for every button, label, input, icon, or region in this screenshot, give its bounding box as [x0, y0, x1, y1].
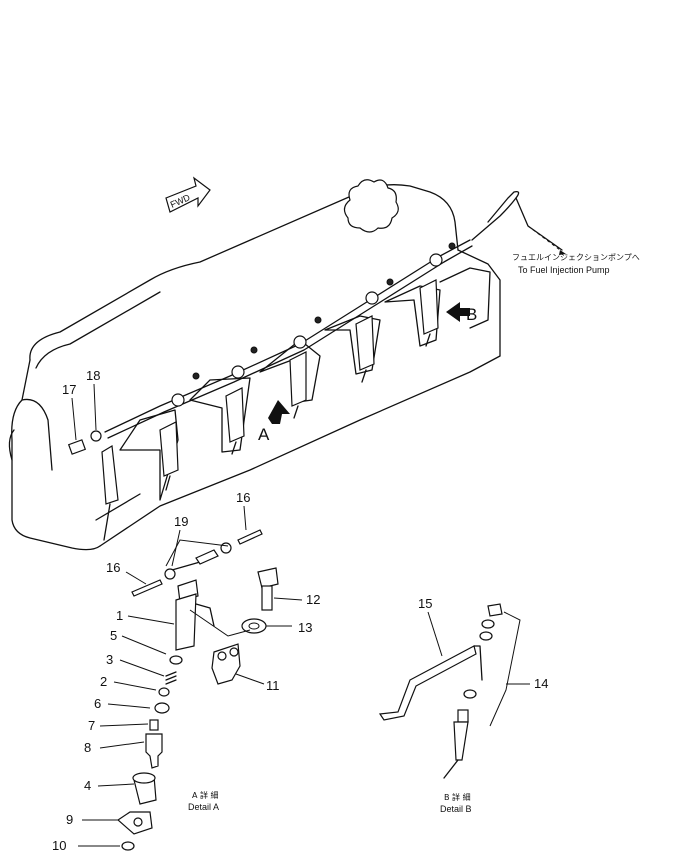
- callout-10: 10: [52, 838, 66, 852]
- callout-16-detail: 16: [106, 560, 120, 575]
- svg-text:A: A: [258, 425, 270, 444]
- svg-text:Detail B: Detail B: [440, 804, 472, 814]
- callout-7: 7: [88, 718, 95, 733]
- callout-6: 6: [94, 696, 101, 711]
- view-marker-b: B: [446, 302, 477, 324]
- detail-b-exploded-parts: [378, 603, 521, 779]
- callout-17: 17: [62, 382, 76, 397]
- installed-injectors: [101, 279, 439, 541]
- callout-numbers: 1 2 3 4 5 6 7 8 9 10 11 12 13 14 15 16 1…: [52, 368, 548, 852]
- pump-destination-label: フュエルインジェクションポンプへ To Fuel Injection Pump: [512, 253, 640, 275]
- detail-b-caption: B 詳 細 Detail B: [440, 792, 472, 814]
- callout-11: 11: [266, 678, 280, 693]
- svg-text:A 詳 細: A 詳 細: [192, 790, 219, 800]
- detail-a-exploded-parts: [117, 529, 279, 851]
- leak-off-pipe-assembly: [104, 190, 566, 439]
- item-17-18: [67, 383, 102, 455]
- callout-4: 4: [84, 778, 91, 793]
- callout-13: 13: [298, 620, 312, 635]
- oil-filler-cap: [343, 179, 399, 233]
- svg-text:B 詳 細: B 詳 細: [444, 792, 471, 802]
- svg-text:To Fuel Injection Pump: To Fuel Injection Pump: [518, 265, 610, 275]
- svg-text:B: B: [466, 305, 477, 324]
- callout-14: 14: [534, 676, 548, 691]
- callout-1: 1: [116, 608, 123, 623]
- callout-12: 12: [306, 592, 320, 607]
- callout-5: 5: [110, 628, 117, 643]
- cylinder-head-cover: FWD: [8, 176, 501, 551]
- detail-a-caption: A 詳 細 Detail A: [188, 790, 219, 812]
- view-marker-a: A: [258, 400, 290, 444]
- svg-text:フュエルインジェクションポンプへ: フュエルインジェクションポンプへ: [512, 253, 640, 262]
- svg-text:Detail A: Detail A: [188, 802, 219, 812]
- callout-3: 3: [106, 652, 113, 667]
- callout-16-pipe: 16: [236, 490, 250, 505]
- callout-18: 18: [86, 368, 100, 383]
- callout-leaders: [78, 505, 530, 847]
- callout-2: 2: [100, 674, 107, 689]
- callout-8: 8: [84, 740, 91, 755]
- callout-19: 19: [174, 514, 188, 529]
- callout-9: 9: [66, 812, 73, 827]
- callout-15: 15: [418, 596, 432, 611]
